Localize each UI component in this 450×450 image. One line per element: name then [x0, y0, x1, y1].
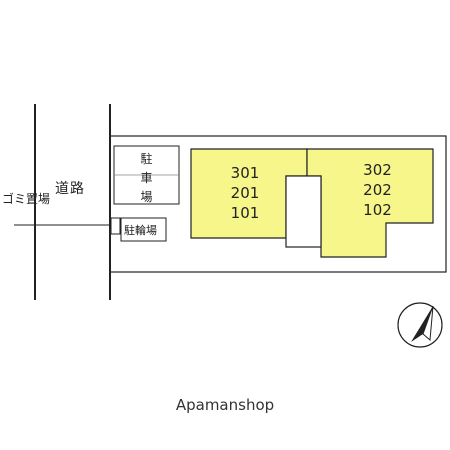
- unit-number: 301: [230, 164, 260, 182]
- watermark: Apamanshop: [175, 396, 275, 414]
- stair-void: [285, 175, 322, 248]
- unit-list-left: 301 201 101: [190, 163, 300, 223]
- road-label: 道路: [55, 181, 85, 197]
- garbage-label: ゴミ置場: [2, 192, 51, 206]
- parking-label-char: 場: [140, 190, 153, 204]
- north-arrow-icon: [397, 302, 443, 348]
- unit-number: 102: [363, 201, 392, 219]
- parking-label-char: 車: [140, 171, 153, 185]
- unit-list-right: 302 202 102: [330, 160, 425, 220]
- unit-number: 302: [363, 161, 392, 179]
- unit-number: 202: [363, 181, 392, 199]
- unit-number: 201: [230, 184, 260, 202]
- unit-number: 101: [230, 204, 260, 222]
- property-boundary: [109, 135, 447, 273]
- bicycle-parking-label: 駐輪場: [124, 224, 157, 237]
- parking-label: 駐 車 場: [114, 150, 179, 207]
- bicycle-parking-area: [120, 217, 167, 242]
- garbage-box: [110, 217, 121, 235]
- parking-label-char: 駐: [140, 152, 153, 166]
